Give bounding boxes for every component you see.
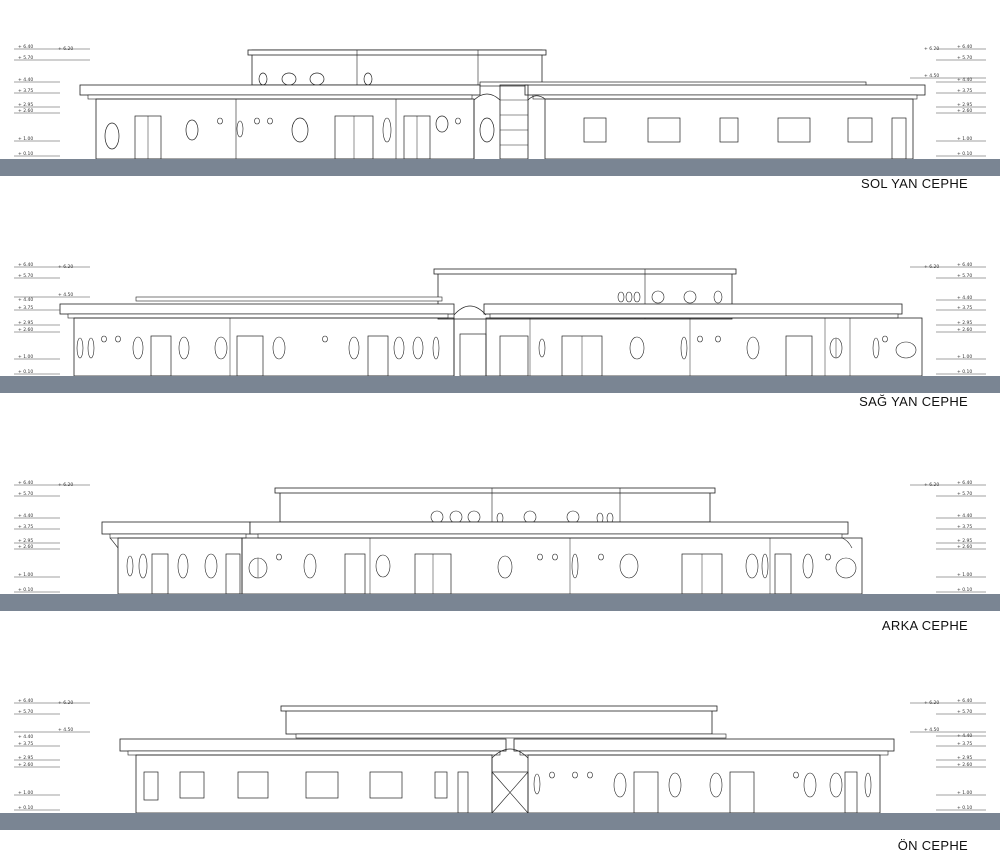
level-label: + 0.10	[18, 151, 33, 157]
level-label: + 2.95	[957, 755, 972, 761]
elevation-on-cephe: + 6.40 + 5.70 + 4.40 + 3.75 + 2.95 + 2.6…	[0, 640, 1000, 862]
level-label: + 6.40	[957, 480, 972, 486]
level-label: + 2.95	[957, 102, 972, 108]
level-label: + 2.95	[18, 102, 33, 108]
level-label: + 3.75	[18, 524, 33, 530]
level-label: + 5.70	[957, 273, 972, 279]
level-label: + 4.50	[924, 73, 939, 79]
level-label: + 2.60	[957, 327, 972, 333]
level-label: + 6.20	[924, 482, 939, 488]
elevation-drawing-on: + 6.40 + 5.70 + 4.40 + 3.75 + 2.95 + 2.6…	[0, 698, 1000, 830]
level-label: + 1.00	[18, 136, 33, 142]
level-label: + 4.50	[58, 292, 73, 298]
level-label: + 6.20	[58, 264, 73, 270]
level-label: + 5.70	[18, 55, 33, 61]
elevation-drawing-sol-yan: + 6.40 + 5.70 + 4.40 + 3.75 + 2.95 + 2.6…	[0, 44, 1000, 176]
level-label: + 1.00	[957, 136, 972, 142]
level-label: + 6.40	[18, 480, 33, 486]
level-label: + 1.00	[18, 572, 33, 578]
level-label: + 6.20	[58, 482, 73, 488]
level-label: + 1.00	[18, 790, 33, 796]
level-label: + 2.60	[18, 327, 33, 333]
elevation-sol-yan-cephe: + 6.40 + 5.70 + 4.40 + 3.75 + 2.95 + 2.6…	[0, 0, 1000, 215]
level-label: + 5.70	[957, 55, 972, 61]
elevation-drawing-arka: + 6.40 + 5.70 + 4.40 + 3.75 + 2.95 + 2.6…	[0, 480, 1000, 611]
level-label: + 4.40	[18, 734, 33, 740]
level-label: + 5.70	[18, 273, 33, 279]
level-label: + 5.70	[957, 491, 972, 497]
elevation-title: ÖN CEPHE	[897, 838, 968, 853]
level-label: + 1.00	[957, 354, 972, 360]
elevation-drawing-sag-yan: + 6.40 + 5.70 + 4.40 + 3.75 + 2.95 + 2.6…	[0, 262, 1000, 393]
level-label: + 1.00	[957, 790, 972, 796]
level-label: + 2.60	[957, 108, 972, 114]
level-label: + 0.10	[18, 369, 33, 375]
level-label: + 2.95	[957, 320, 972, 326]
level-label: + 0.10	[18, 805, 33, 811]
elevation-title: ARKA CEPHE	[881, 618, 968, 633]
elevation-arka-cephe: + 6.40 + 5.70 + 4.40 + 3.75 + 2.95 + 2.6…	[0, 430, 1000, 640]
level-label: + 1.00	[18, 354, 33, 360]
level-label: + 0.10	[957, 151, 972, 157]
level-label: + 4.40	[957, 513, 972, 519]
level-label: + 2.95	[18, 320, 33, 326]
level-label: + 2.95	[18, 755, 33, 761]
level-label: + 2.95	[957, 538, 972, 544]
level-label: + 0.10	[957, 805, 972, 811]
level-label: + 5.70	[957, 709, 972, 715]
level-label: + 6.40	[18, 44, 33, 50]
level-label: + 4.50	[58, 727, 73, 733]
level-label: + 4.40	[18, 297, 33, 303]
level-label: + 6.40	[957, 44, 972, 50]
level-label: + 3.75	[18, 88, 33, 94]
elevation-title: SAĞ YAN CEPHE	[859, 394, 968, 409]
level-label: + 0.10	[957, 369, 972, 375]
level-label: + 4.40	[957, 77, 972, 83]
level-label: + 6.20	[924, 700, 939, 706]
level-label: + 2.60	[957, 762, 972, 768]
level-label: + 2.60	[18, 544, 33, 550]
level-label: + 4.40	[18, 513, 33, 519]
level-label: + 6.20	[924, 264, 939, 270]
level-label: + 2.60	[957, 544, 972, 550]
level-label: + 3.75	[18, 305, 33, 311]
level-label: + 2.60	[18, 108, 33, 114]
level-label: + 6.20	[58, 700, 73, 706]
level-label: + 4.40	[18, 77, 33, 83]
level-label: + 5.70	[18, 709, 33, 715]
level-label: + 6.40	[957, 262, 972, 268]
elevation-title: SOL YAN CEPHE	[861, 176, 968, 191]
level-label: + 4.40	[957, 733, 972, 739]
level-label: + 6.20	[58, 46, 73, 52]
level-label: + 0.10	[957, 587, 972, 593]
level-label: + 3.75	[957, 305, 972, 311]
level-label: + 6.40	[957, 698, 972, 704]
level-label: + 3.75	[957, 88, 972, 94]
level-label: + 3.75	[18, 741, 33, 747]
level-label: + 2.95	[18, 538, 33, 544]
level-label: + 1.00	[957, 572, 972, 578]
level-label: + 5.70	[18, 491, 33, 497]
level-label: + 6.40	[18, 698, 33, 704]
level-label: + 3.75	[957, 741, 972, 747]
level-label: + 0.10	[18, 587, 33, 593]
level-label: + 3.75	[957, 524, 972, 530]
level-label: + 4.40	[957, 295, 972, 301]
level-label: + 6.20	[924, 46, 939, 52]
elevation-sag-yan-cephe: + 6.40 + 5.70 + 4.40 + 3.75 + 2.95 + 2.6…	[0, 215, 1000, 430]
level-label: + 2.60	[18, 762, 33, 768]
level-label: + 4.50	[924, 727, 939, 733]
level-label: + 6.40	[18, 262, 33, 268]
